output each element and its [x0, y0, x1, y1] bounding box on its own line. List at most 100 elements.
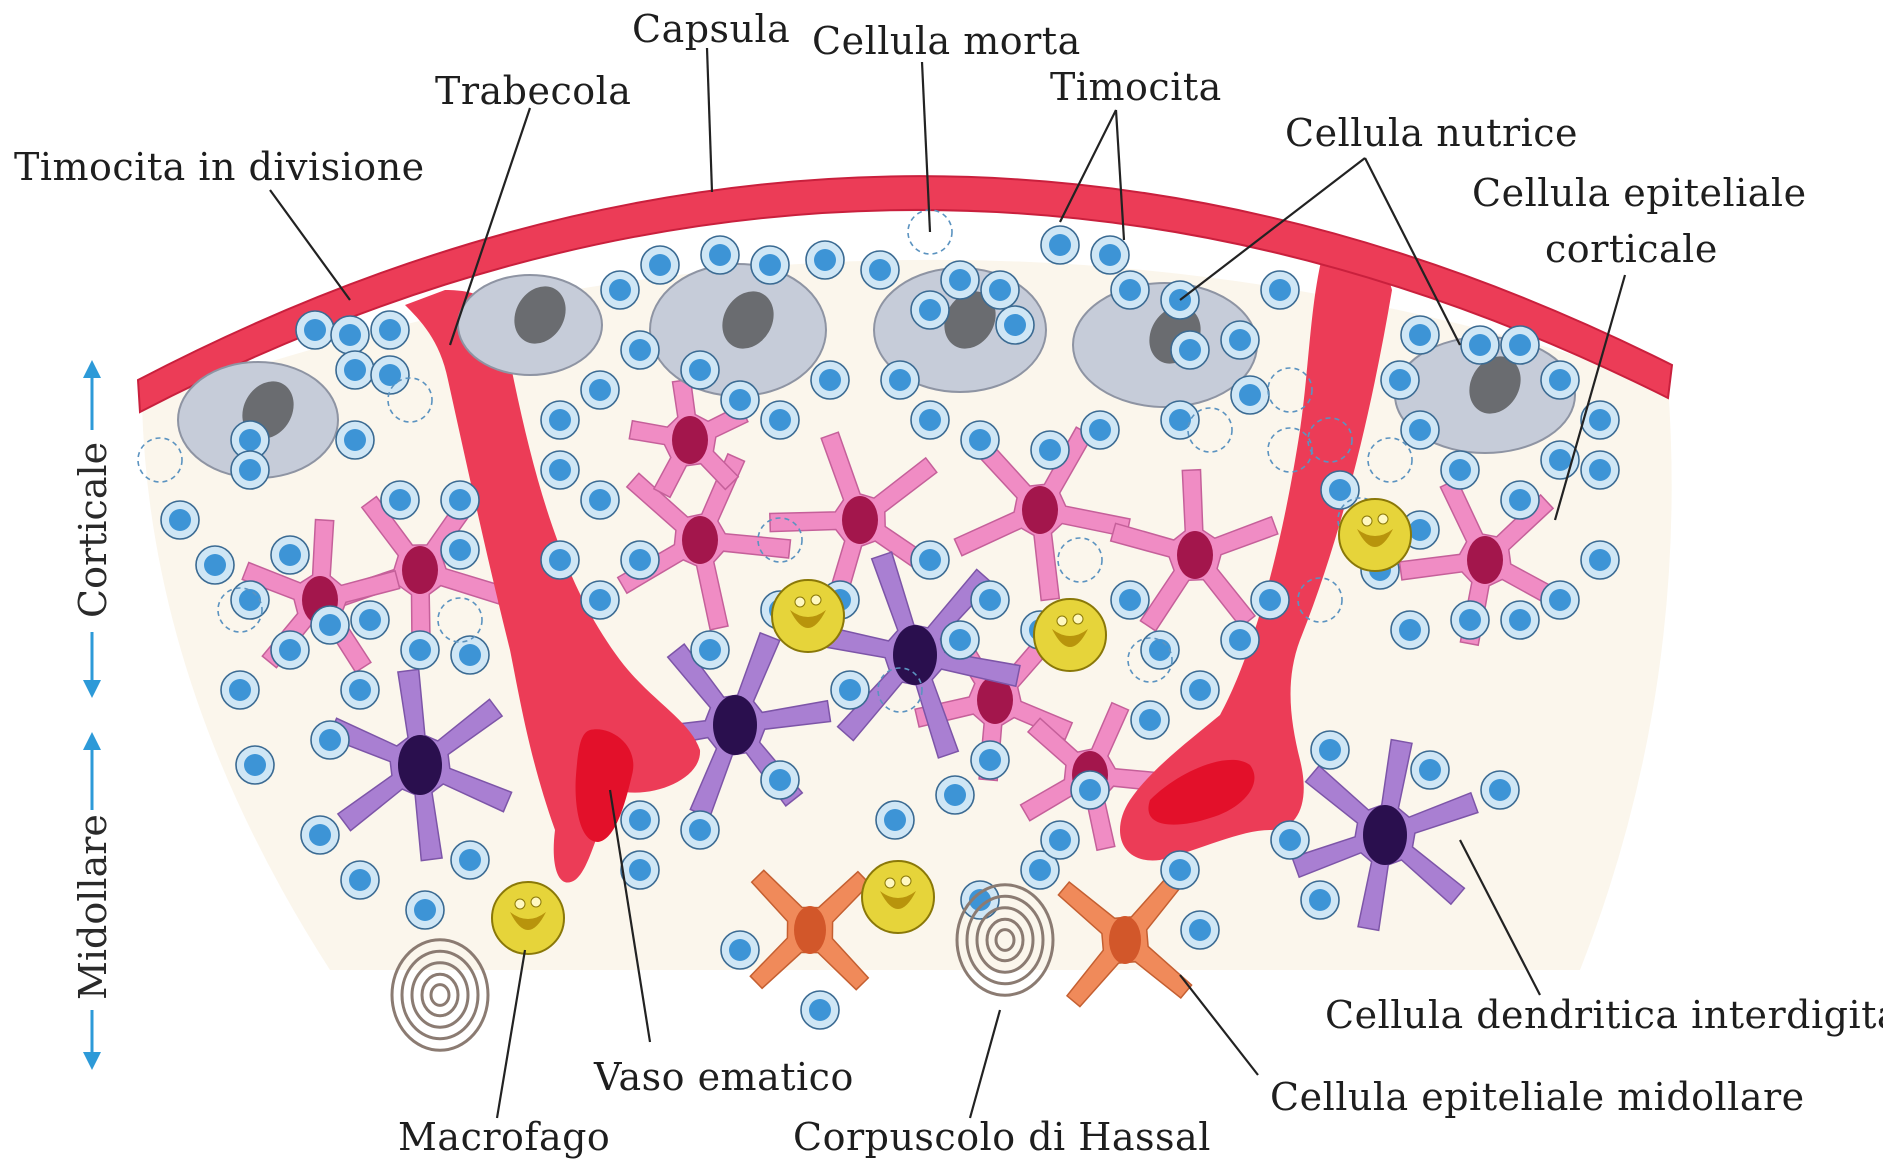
thymocyte: [1271, 821, 1309, 859]
thymocyte: [721, 931, 759, 969]
thymocyte-nucleus: [889, 369, 911, 391]
macrophage-vesicle: [811, 595, 821, 605]
thymocyte-nucleus: [979, 749, 1001, 771]
thymocyte: [761, 761, 799, 799]
thymocyte: [1221, 321, 1259, 359]
thymocyte: [221, 671, 259, 709]
thymocyte: [231, 581, 269, 619]
label-midollare: Midollare: [71, 814, 115, 1000]
thymocyte: [981, 271, 1019, 309]
macrophage: [492, 882, 564, 954]
thymocyte: [911, 401, 949, 439]
thymocyte-nucleus: [459, 644, 481, 666]
thymocyte-nucleus: [949, 269, 971, 291]
thymocyte: [936, 776, 974, 814]
thymocyte: [996, 306, 1034, 344]
thymocyte: [1501, 601, 1539, 639]
label-trabecola: Trabecola: [435, 69, 631, 113]
arrow-up-icon: [83, 360, 101, 378]
thymocyte-nucleus: [1419, 759, 1441, 781]
thymocyte-nucleus: [989, 279, 1011, 301]
thymocyte: [351, 601, 389, 639]
thymocyte-nucleus: [549, 409, 571, 431]
label-macrofago: Macrofago: [398, 1115, 610, 1159]
thymocyte: [271, 631, 309, 669]
thymocyte: [581, 581, 619, 619]
thymocyte-nucleus: [979, 589, 1001, 611]
thymocyte-nucleus: [1229, 629, 1251, 651]
macrophage-body: [1339, 499, 1411, 571]
thymocyte-nucleus: [769, 769, 791, 791]
macrophage-body: [772, 580, 844, 652]
thymocyte-nucleus: [589, 379, 611, 401]
thymocyte-nucleus: [629, 549, 651, 571]
thymocyte-nucleus: [344, 359, 366, 381]
corticale-indicator: Corticale: [71, 360, 115, 698]
thymocyte-nucleus: [729, 939, 751, 961]
region-labels: Corticale Midollare: [71, 360, 115, 1070]
medullary-epithelial-nucleus: [1109, 916, 1141, 964]
thymocyte: [1411, 751, 1449, 789]
thymocyte: [371, 356, 409, 394]
thymocyte-nucleus: [279, 639, 301, 661]
thymocyte-nucleus: [379, 319, 401, 341]
macrophage-vesicle: [1057, 616, 1067, 626]
thymocyte-nucleus: [589, 489, 611, 511]
cortical-epithelial-nucleus: [1022, 486, 1058, 534]
macrophage-vesicle: [1362, 516, 1372, 526]
thymocyte-nucleus: [309, 824, 331, 846]
cortical-epithelial-nucleus: [402, 546, 438, 594]
thymocyte-nucleus: [1004, 314, 1026, 336]
thymocyte: [1501, 481, 1539, 519]
thymocyte: [971, 581, 1009, 619]
thymocyte: [196, 546, 234, 584]
thymocyte: [861, 251, 899, 289]
macrophage-vesicle: [515, 899, 525, 909]
thymocyte: [1041, 821, 1079, 859]
thymocyte-nucleus: [1449, 459, 1471, 481]
thymocyte: [1261, 271, 1299, 309]
macrophage-body: [492, 882, 564, 954]
thymocyte-nucleus: [1279, 829, 1301, 851]
thymocyte-nucleus: [699, 639, 721, 661]
thymocyte: [831, 671, 869, 709]
thymocyte: [406, 891, 444, 929]
thymocyte-nucleus: [1409, 519, 1431, 541]
thymocyte-nucleus: [1509, 489, 1531, 511]
thymocyte: [621, 331, 659, 369]
thymocyte-nucleus: [1489, 779, 1511, 801]
thymocyte-nucleus: [1079, 779, 1101, 801]
thymocyte: [1481, 771, 1519, 809]
thymocyte-nucleus: [1089, 419, 1111, 441]
dendritic-nucleus: [398, 735, 442, 795]
label-epiteliale-midollare: Cellula epiteliale midollare: [1270, 1075, 1805, 1119]
thymocyte-nucleus: [629, 859, 651, 881]
thymocyte: [881, 361, 919, 399]
label-epiteliale-corticale-line2: corticale: [1545, 227, 1718, 271]
label-epiteliale-corticale-line1: Cellula epiteliale: [1472, 171, 1807, 215]
thymocyte-nucleus: [1389, 369, 1411, 391]
macrophage: [1034, 599, 1106, 671]
thymocyte-nucleus: [1259, 589, 1281, 611]
thymocyte-nucleus: [1589, 549, 1611, 571]
macrophage: [772, 580, 844, 652]
thymocyte: [971, 741, 1009, 779]
thymocyte: [311, 721, 349, 759]
thymocyte-nucleus: [319, 729, 341, 751]
thymocyte-nucleus: [649, 254, 671, 276]
thymocyte: [1111, 271, 1149, 309]
thymocyte: [1141, 631, 1179, 669]
thymocyte-nucleus: [949, 629, 971, 651]
thymocyte-nucleus: [1549, 589, 1571, 611]
thymocyte-nucleus: [1469, 334, 1491, 356]
thymocyte: [801, 991, 839, 1029]
thymocyte: [1041, 226, 1079, 264]
macrophage-body: [862, 861, 934, 933]
medullary-epithelial-nucleus: [794, 906, 826, 954]
thymocyte-nucleus: [1549, 449, 1571, 471]
thymocyte-nucleus: [1119, 279, 1141, 301]
thymocyte: [876, 801, 914, 839]
thymocyte: [911, 291, 949, 329]
thymocyte: [1031, 431, 1069, 469]
